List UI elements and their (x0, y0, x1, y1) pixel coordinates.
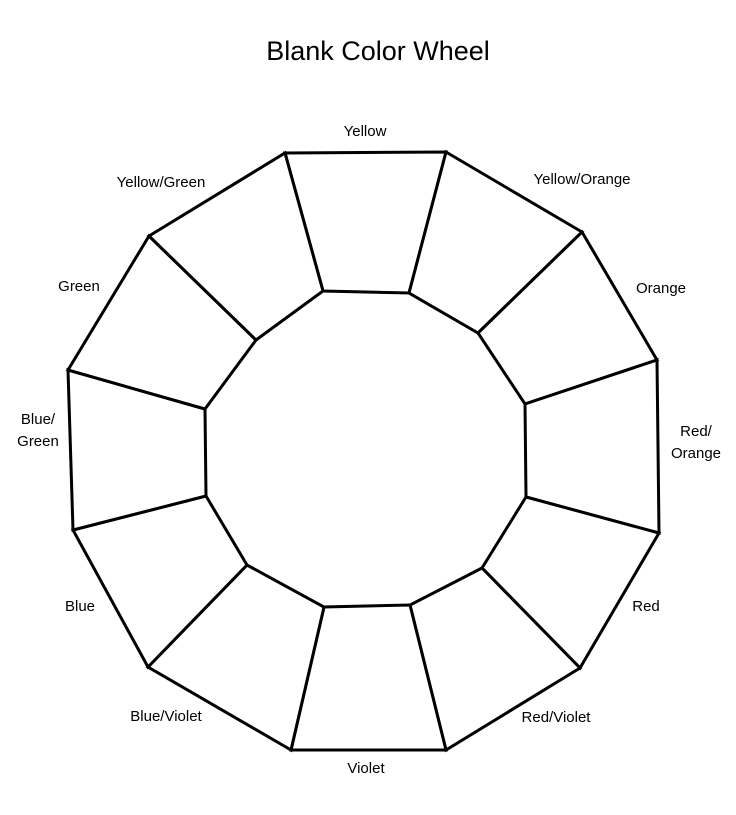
label-line: Blue (64, 598, 96, 615)
label-line: Violet (347, 760, 385, 777)
label-line: Yellow/Green (116, 174, 206, 191)
label-line: Yellow/Orange (533, 171, 631, 188)
label-yellow-orange: Yellow/Orange (533, 169, 630, 191)
label-line: Green (58, 278, 100, 295)
label-line: Orange (670, 445, 722, 462)
label-line: Red (632, 598, 660, 615)
label-blue: Blue (65, 596, 95, 618)
label-line: Orange (635, 280, 687, 297)
label-yellow-green: Yellow/Green (117, 172, 206, 194)
label-green: Green (58, 276, 100, 298)
label-line: Blue/Violet (130, 708, 202, 725)
page-title: Blank Color Wheel (266, 36, 490, 66)
label-violet: Violet (347, 758, 384, 780)
label-line: Red/Violet (521, 709, 591, 726)
label-red-orange: Red/Orange (671, 421, 721, 465)
label-orange: Orange (636, 278, 686, 300)
label-line: Blue/ (20, 411, 56, 428)
label-line: Yellow (343, 123, 387, 140)
segment-yellow-green[interactable] (146, 150, 325, 342)
label-yellow: Yellow (344, 121, 387, 143)
label-red-violet: Red/Violet (522, 707, 591, 729)
label-line: Red/ (680, 423, 712, 440)
label-blue-green: Blue/Green (17, 409, 59, 453)
label-line: Green (17, 433, 59, 450)
label-red: Red (632, 596, 660, 618)
label-blue-violet: Blue/Violet (130, 706, 201, 728)
